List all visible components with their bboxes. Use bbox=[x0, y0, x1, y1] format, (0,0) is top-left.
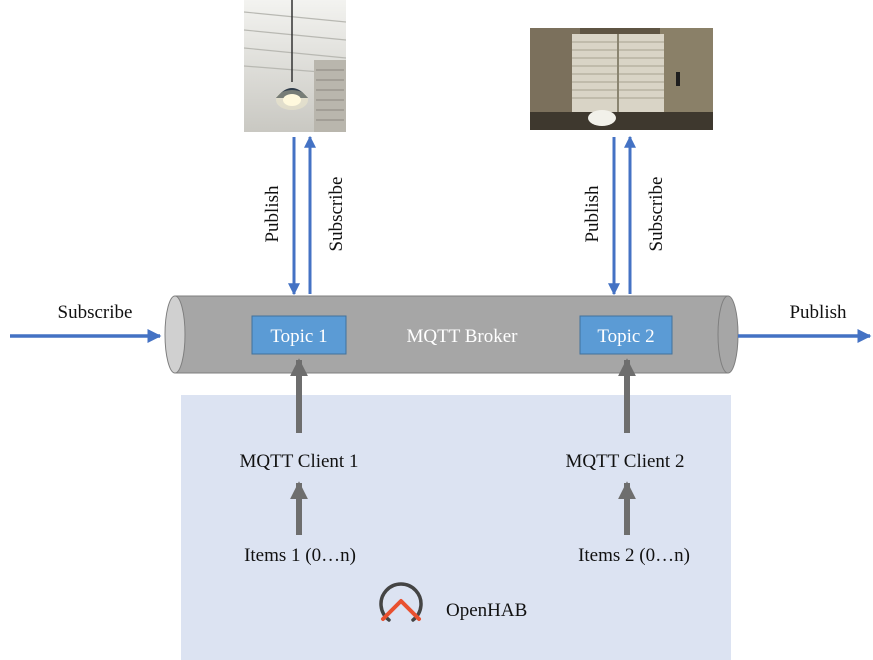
mqtt-client-2-label: MQTT Client 2 bbox=[566, 451, 685, 472]
topic-1-box bbox=[251, 315, 347, 355]
openhab-panel bbox=[181, 395, 731, 660]
device1-subscribe-label: Subscribe bbox=[326, 177, 347, 252]
pendant-lamp-photo bbox=[244, 0, 346, 132]
items-2-label: Items 2 (0…n) bbox=[578, 545, 690, 566]
openhab-logo-icon bbox=[379, 582, 423, 622]
right-publish-label: Publish bbox=[789, 302, 847, 323]
device1-publish-label: Publish bbox=[262, 185, 283, 243]
device2-publish-label: Publish bbox=[582, 185, 603, 243]
topic-2-box bbox=[579, 315, 673, 355]
mqtt-client-1-label: MQTT Client 1 bbox=[240, 451, 359, 472]
pipe-left-end bbox=[164, 295, 186, 374]
openhab-title: OpenHAB bbox=[446, 600, 527, 621]
device2-subscribe-label: Subscribe bbox=[646, 177, 667, 252]
topic-2-label: Topic 2 bbox=[597, 326, 654, 347]
window-blinds-photo bbox=[530, 28, 713, 130]
topic-1-label: Topic 1 bbox=[270, 326, 327, 347]
broker-label: MQTT Broker bbox=[407, 326, 519, 347]
left-subscribe-label: Subscribe bbox=[58, 302, 133, 323]
items-1-label: Items 1 (0…n) bbox=[244, 545, 356, 566]
